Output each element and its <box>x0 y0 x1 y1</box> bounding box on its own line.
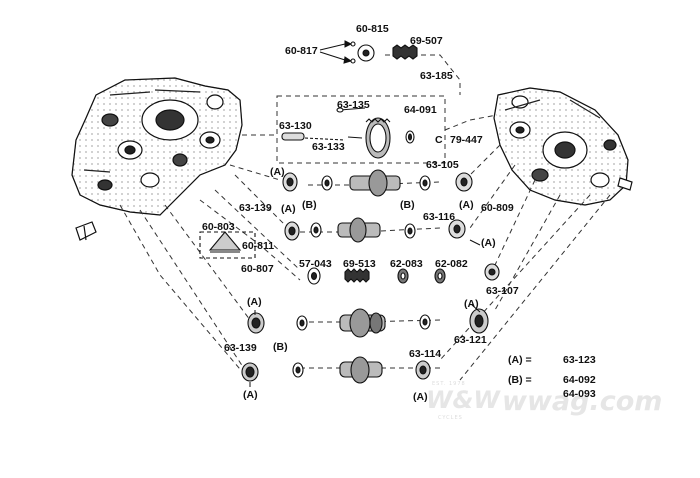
gear-assembly <box>281 107 415 159</box>
part-label-63-139-bottom[interactable]: 63-139 <box>224 342 257 354</box>
part-label-69-513[interactable]: 69-513 <box>343 258 376 270</box>
top-small-parts <box>350 41 418 64</box>
watermark-logo: W&W <box>426 386 500 414</box>
watermark-cycles: CYCLES <box>438 415 463 421</box>
part-label-63-185[interactable]: 63-185 <box>420 70 453 82</box>
callout-a: (A) <box>281 203 296 215</box>
part-label-60-807[interactable]: 60-807 <box>241 263 274 275</box>
callout-a: (A) <box>247 296 262 308</box>
legend-b-value-1: 64-092 <box>563 374 596 386</box>
left-crankcase <box>71 77 243 241</box>
part-label-63-116[interactable]: 63-116 <box>423 211 456 223</box>
part-label-63-107[interactable]: 63-107 <box>486 285 519 297</box>
part-label-63-105[interactable]: 63-105 <box>426 159 459 171</box>
callout-a: (A) <box>459 199 474 211</box>
arrows-60-817 <box>319 40 353 64</box>
part-60-811 <box>199 231 256 259</box>
watermark-est: EST. 1978 <box>432 381 466 387</box>
leader-lines <box>119 54 611 381</box>
legend-a-key: (A) = <box>508 354 532 366</box>
part-label-63-114[interactable]: 63-114 <box>409 348 442 360</box>
part-label-60-817[interactable]: 60-817 <box>285 45 318 57</box>
part-label-63-121[interactable]: 63-121 <box>454 334 487 346</box>
row5-parts <box>241 356 431 384</box>
part-label-63-139-top[interactable]: 63-139 <box>239 202 272 214</box>
part-label-69-507[interactable]: 69-507 <box>410 35 443 47</box>
legend-b-value-2: 64-093 <box>563 388 596 400</box>
part-label-64-091[interactable]: 64-091 <box>404 104 437 116</box>
callout-a: (A) <box>270 166 285 178</box>
legend-a-value: 63-123 <box>563 354 596 366</box>
legend-b-key: (B) = <box>508 374 532 386</box>
row3-parts <box>307 263 500 285</box>
row1-parts <box>282 169 473 197</box>
part-label-60-803[interactable]: 60-803 <box>202 221 235 233</box>
row4-parts <box>247 308 489 338</box>
part-label-63-130[interactable]: 63-130 <box>279 120 312 132</box>
part-label-60-811[interactable]: 60-811 <box>242 240 275 252</box>
callout-b: (B) <box>302 199 317 211</box>
part-label-60-809[interactable]: 60-809 <box>481 202 514 214</box>
callout-arrows <box>249 239 481 387</box>
callout-a: (A) <box>243 389 258 401</box>
callout-a: (A) <box>481 237 496 249</box>
callout-b: (B) <box>273 341 288 353</box>
part-label-57-043[interactable]: 57-043 <box>299 258 332 270</box>
part-label-63-135[interactable]: 63-135 <box>337 99 370 111</box>
part-label-60-815[interactable]: 60-815 <box>356 23 389 35</box>
callout-a: (A) <box>413 391 428 403</box>
right-crankcase <box>493 87 633 206</box>
part-label-C[interactable]: C <box>435 134 443 146</box>
callout-a: (A) <box>464 298 479 310</box>
callout-b: (B) <box>400 199 415 211</box>
part-label-63-133[interactable]: 63-133 <box>312 141 345 153</box>
part-label-79-447[interactable]: 79-447 <box>450 134 483 146</box>
part-label-62-083[interactable]: 62-083 <box>390 258 423 270</box>
row2-parts <box>284 217 466 243</box>
part-label-62-082[interactable]: 62-082 <box>435 258 468 270</box>
watermark-site: wwag.com <box>502 386 663 417</box>
